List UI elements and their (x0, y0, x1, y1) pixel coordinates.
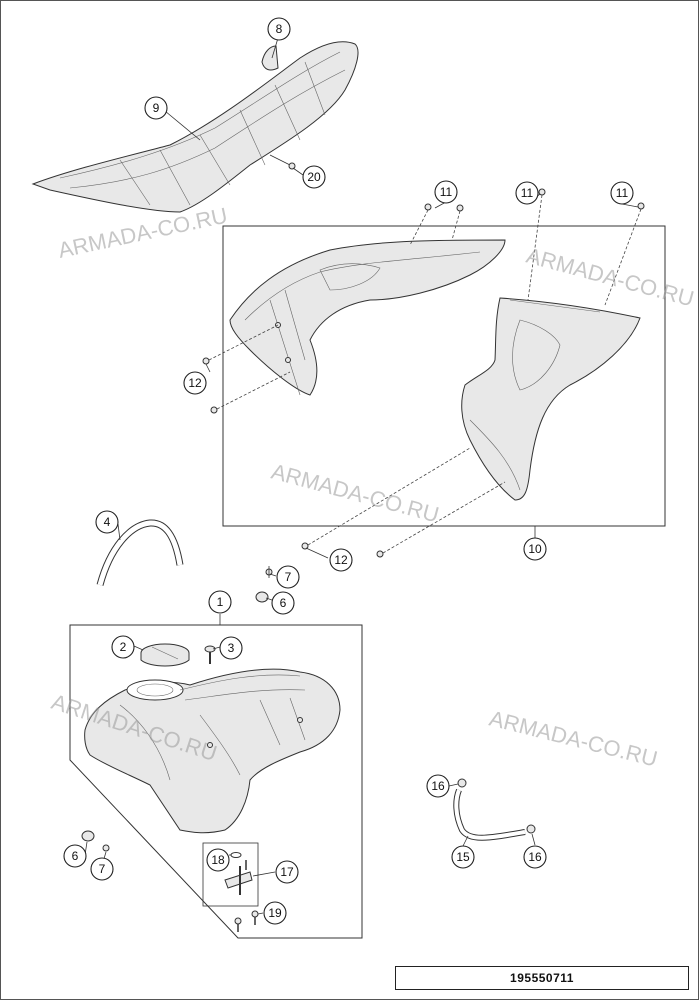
callout-10[interactable]: 10 (523, 537, 547, 561)
callout-19[interactable]: 19 (263, 901, 287, 925)
callout-10-label: 10 (528, 542, 542, 556)
fuel-tap[interactable] (224, 860, 253, 895)
callout-16-a-label: 16 (431, 779, 445, 793)
callout-7-b-label: 7 (99, 862, 106, 876)
screw-12b[interactable] (210, 406, 218, 414)
callout-7-b[interactable]: 7 (90, 857, 114, 881)
bushing-6-upper[interactable] (255, 591, 269, 603)
callout-1[interactable]: 1 (208, 590, 232, 614)
hose-clamp-16a[interactable] (457, 778, 467, 788)
callout-6-a-label: 6 (280, 596, 287, 610)
callout-17-label: 17 (280, 865, 294, 879)
screw-12a[interactable] (202, 357, 210, 365)
screw-7-upper[interactable] (265, 566, 273, 578)
left-side-cover[interactable] (229, 239, 506, 396)
right-side-cover[interactable] (461, 297, 641, 501)
callout-17[interactable]: 17 (275, 860, 299, 884)
fuel-tank[interactable] (84, 668, 341, 834)
watermark-5: ARMADA-CO.RU (487, 706, 660, 772)
callout-11-b-label: 11 (521, 186, 534, 200)
o-ring-18[interactable] (230, 852, 242, 858)
callout-11-c-label: 11 (616, 186, 629, 200)
screw-11b[interactable] (456, 204, 464, 212)
callout-6-b[interactable]: 6 (63, 844, 87, 868)
screw-7-lower[interactable] (102, 844, 110, 852)
callout-3[interactable]: 3 (219, 636, 243, 660)
callout-2-label: 2 (120, 640, 127, 654)
callout-7-a[interactable]: 7 (276, 565, 300, 589)
callout-7-a-label: 7 (285, 570, 292, 584)
callout-11-a-label: 11 (440, 185, 453, 199)
callout-16-b-label: 16 (528, 850, 542, 864)
callout-12-b[interactable]: 12 (329, 548, 353, 572)
callout-2[interactable]: 2 (111, 635, 135, 659)
callout-3-label: 3 (228, 641, 235, 655)
callout-20-label: 20 (307, 170, 321, 184)
callout-9[interactable]: 9 (144, 96, 168, 120)
vent-fitting[interactable] (204, 645, 216, 664)
callout-11-c[interactable]: 11 (610, 181, 634, 205)
callout-8[interactable]: 8 (267, 17, 291, 41)
vent-hose[interactable] (96, 519, 184, 586)
callout-12-a-label: 12 (188, 376, 202, 390)
screw-19b[interactable] (251, 910, 259, 925)
callout-12-b-label: 12 (334, 553, 348, 567)
callout-8-label: 8 (276, 22, 283, 36)
callout-18[interactable]: 18 (206, 848, 230, 872)
drawing-number: 195550711 (395, 966, 689, 990)
callout-4-label: 4 (104, 515, 111, 529)
callout-19-label: 19 (268, 906, 282, 920)
callout-1-label: 1 (217, 595, 224, 609)
watermark-2: ARMADA-CO.RU (524, 243, 697, 312)
screw-11d[interactable] (637, 202, 645, 210)
callout-15[interactable]: 15 (451, 845, 475, 869)
screw-11a[interactable] (424, 203, 432, 211)
callout-6-b-label: 6 (72, 849, 79, 863)
watermark-3: ARMADA-CO.RU (269, 459, 442, 528)
seat-screw[interactable] (269, 154, 296, 170)
callout-9-label: 9 (153, 101, 160, 115)
callout-4[interactable]: 4 (95, 510, 119, 534)
callout-16-a[interactable]: 16 (426, 774, 450, 798)
bushing-6-lower[interactable] (81, 830, 95, 842)
screw-12d[interactable] (376, 550, 384, 558)
screw-19a[interactable] (234, 917, 242, 932)
screw-12c[interactable] (301, 542, 309, 550)
callout-20[interactable]: 20 (302, 165, 326, 189)
callout-12-a[interactable]: 12 (183, 371, 207, 395)
callout-16-b[interactable]: 16 (523, 845, 547, 869)
fastener-11-group (409, 188, 645, 306)
side-covers-group-box (222, 225, 666, 527)
callout-15-label: 15 (456, 850, 470, 864)
callout-11-b[interactable]: 11 (515, 181, 539, 205)
fuel-tank-group-box (69, 624, 363, 939)
watermark-1: ARMADA-CO.RU (56, 203, 230, 263)
callout-6-a[interactable]: 6 (271, 591, 295, 615)
fuel-hose[interactable] (453, 788, 526, 841)
fastener-12-group (202, 324, 506, 558)
callout-11-a[interactable]: 11 (434, 180, 458, 204)
fuel-cap[interactable] (140, 643, 190, 667)
hose-clamp-16b[interactable] (526, 824, 536, 834)
callout-18-label: 18 (211, 853, 225, 867)
fuel-tap-assembly-box (202, 842, 259, 907)
